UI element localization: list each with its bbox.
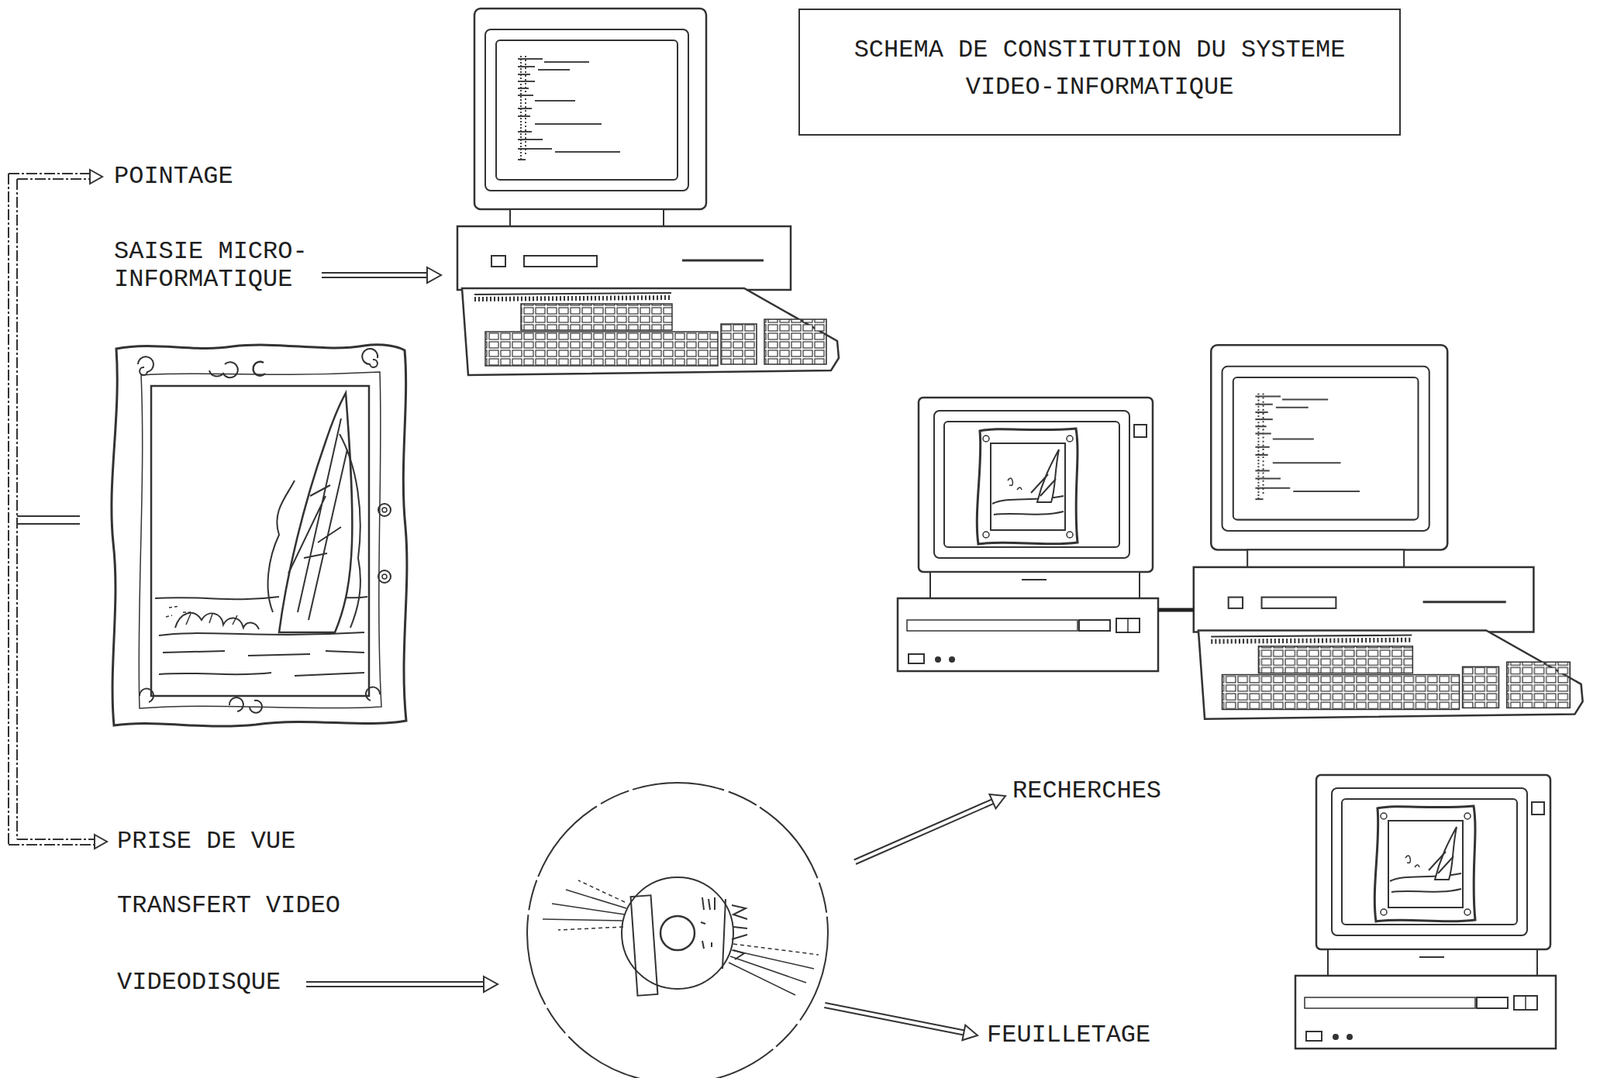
bracket xyxy=(8,173,97,845)
text-label: POINTAGE xyxy=(113,162,234,191)
video-monitor-consult xyxy=(1295,775,1556,1049)
arrow-prise-de-vue xyxy=(94,834,107,849)
arrows xyxy=(89,169,1009,1044)
cable xyxy=(1158,608,1194,613)
text-label: VIDEODISQUE xyxy=(117,968,281,997)
text-label: SAISIE MICRO- INFORMATIQUE xyxy=(113,237,339,294)
painting xyxy=(111,344,407,727)
title-box: SCHEMA DE CONSTITUTION DU SYSTEME VIDEO-… xyxy=(798,8,1401,136)
text-label: FEUILLETAGE xyxy=(986,1021,1151,1050)
arrow-saisie xyxy=(321,267,442,283)
text-label: TRANSFERT VIDEO xyxy=(117,892,341,921)
videodisc xyxy=(527,782,828,1078)
arrow-videodisque xyxy=(306,976,498,993)
text-label: PRISE DE VUE xyxy=(117,827,296,856)
arrow-pointage xyxy=(89,169,103,184)
text-label: RECHERCHES xyxy=(1012,777,1162,806)
video-monitor xyxy=(897,397,1159,672)
computer-host xyxy=(1193,344,1583,719)
diagram-title: SCHEMA DE CONSTITUTION DU SYSTEME VIDEO-… xyxy=(812,31,1387,107)
arrow-recherches xyxy=(851,789,1009,870)
computer-entry xyxy=(457,8,839,376)
arrow-feuilletage xyxy=(823,997,980,1044)
